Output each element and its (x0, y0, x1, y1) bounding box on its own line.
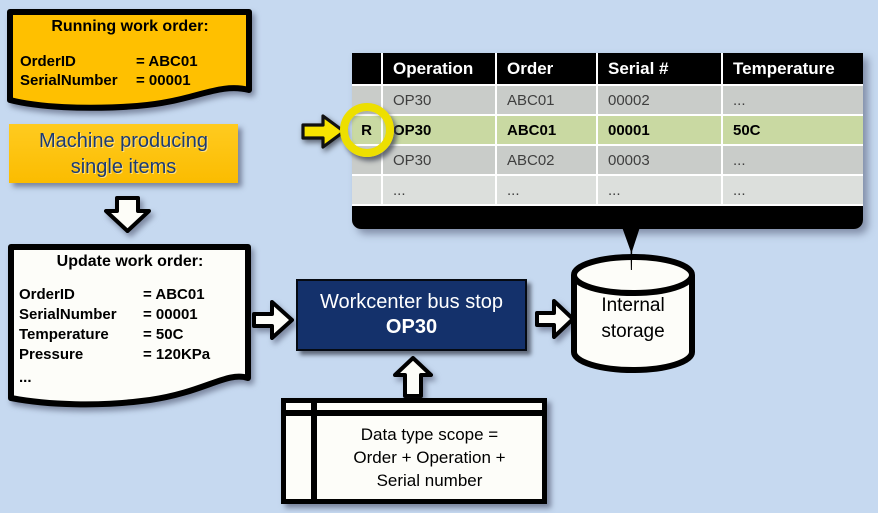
document-shape-icon (8, 244, 251, 408)
field-row: Temperature = 50C (19, 325, 255, 345)
flag-shape-icon (7, 9, 252, 111)
field-row: OrderID = ABC01 (20, 52, 256, 71)
arrow-right-icon (535, 299, 575, 339)
machine-box: Machine producing single items (9, 124, 238, 183)
table-cell: OP30 (383, 86, 495, 114)
table-cell: ... (383, 176, 495, 204)
internal-storage-label: Internal storage (567, 293, 699, 345)
field-label: SerialNumber (20, 72, 118, 89)
table-cell: ABC02 (497, 146, 596, 174)
table-cell: 50C (723, 116, 863, 144)
workcenter-bus-stop-box: Workcenter bus stop OP30 (296, 279, 527, 351)
field-label: OrderID (20, 53, 76, 70)
storage-table: Operation Order Serial # Temperature OP3… (352, 53, 863, 229)
field-label: Temperature (19, 326, 109, 343)
table-cell: OP30 (383, 146, 495, 174)
table-cell: OP30 (383, 116, 495, 144)
field-row: Pressure = 120KPa (19, 345, 255, 365)
field-row: SerialNumber = 00001 (19, 305, 255, 325)
field-value: = 00001 (136, 72, 191, 89)
row-marker-cell (352, 176, 381, 204)
arrow-up-icon (393, 356, 433, 398)
running-row-pointer-arrow-icon (301, 114, 346, 149)
table-cell: ... (598, 176, 721, 204)
table-cell: ... (497, 176, 596, 204)
update-doc-ellipsis: ... (19, 369, 32, 386)
table-header-cell (352, 53, 381, 84)
table-header-cell: Order (497, 53, 596, 84)
scope-line2: Order + Operation + (353, 448, 506, 467)
table-header-cell: Serial # (598, 53, 721, 84)
machine-box-line1: Machine producing (39, 129, 208, 152)
scope-line1: Data type scope = (360, 425, 499, 444)
field-row: SerialNumber = 00001 (20, 71, 256, 90)
table-to-storage-connector (622, 227, 640, 270)
field-value: = 50C (143, 326, 184, 343)
table-cell: ABC01 (497, 116, 596, 144)
table-header-cell: Temperature (723, 53, 863, 84)
table-cell: ... (723, 146, 863, 174)
workcenter-operation-label: OP30 (385, 316, 438, 338)
running-work-order-note: Running work order: OrderID = ABC01 Seri… (4, 4, 256, 124)
table-cell: ... (723, 176, 863, 204)
field-label: Pressure (19, 346, 84, 363)
update-doc-title: Update work order: (56, 253, 204, 270)
running-row-marker-ring (340, 103, 394, 157)
data-type-scope-box: Data type scope = Order + Operation + Se… (281, 398, 547, 504)
table-cell: 00003 (598, 146, 721, 174)
storage-line2: storage (601, 321, 665, 342)
workcenter-line1: Workcenter bus stop (319, 291, 504, 313)
update-work-order-document: Update work order: OrderID = ABC01 Seria… (5, 240, 255, 416)
machine-box-line2: single items (70, 155, 177, 178)
running-note-fields: OrderID = ABC01 SerialNumber = 00001 (20, 52, 256, 90)
field-value: = 120KPa (143, 346, 211, 363)
storage-line1: Internal (601, 295, 665, 316)
field-value: = ABC01 (143, 286, 205, 303)
table-cell: ABC01 (497, 86, 596, 114)
scope-box-horizontal-divider (286, 410, 542, 416)
table-cell: 00001 (598, 116, 721, 144)
table-cell: ... (723, 86, 863, 114)
table-footer-bar (352, 206, 863, 229)
table-header-cell: Operation (383, 53, 495, 84)
arrow-down-icon (104, 196, 151, 233)
scope-box-text: Data type scope = Order + Operation + Se… (317, 416, 542, 499)
field-label: OrderID (19, 286, 75, 303)
field-label: SerialNumber (19, 306, 117, 323)
field-value: = 00001 (143, 306, 198, 323)
database-cylinder-icon (571, 254, 695, 373)
scope-box-vertical-divider (311, 403, 317, 499)
scope-line3: Serial number (376, 471, 483, 490)
update-doc-fields: OrderID = ABC01 SerialNumber = 00001 Tem… (19, 285, 255, 365)
field-value: = ABC01 (136, 53, 198, 70)
running-note-title: Running work order: (51, 18, 209, 35)
arrow-right-icon (252, 300, 294, 340)
field-row: OrderID = ABC01 (19, 285, 255, 305)
update-doc-text: Update work order: OrderID = ABC01 Seria… (5, 240, 255, 386)
running-note-text: Running work order: OrderID = ABC01 Seri… (4, 4, 256, 90)
table-cell: 00002 (598, 86, 721, 114)
